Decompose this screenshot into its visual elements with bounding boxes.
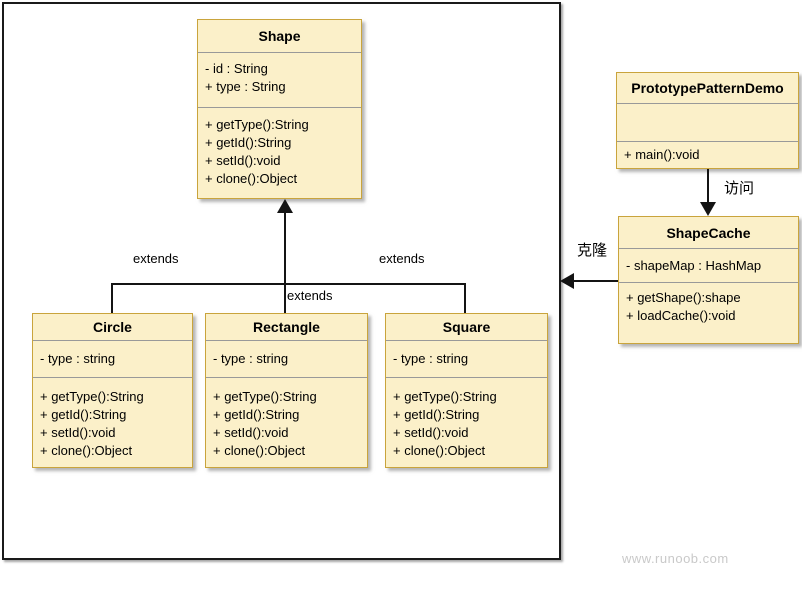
method: + setId():void	[393, 425, 469, 440]
inheritance-rail	[111, 283, 466, 285]
method: + getId():String	[393, 407, 480, 422]
class-attributes-square: - type : string	[386, 340, 547, 377]
class-methods-prototypepatterndemo: + main():void	[617, 141, 798, 164]
association-line-demo-shapecache	[707, 169, 709, 203]
class-attributes-rectangle: - type : string	[206, 340, 367, 377]
class-title-prototypepatterndemo: PrototypePatternDemo	[631, 80, 784, 96]
class-title-shape: Shape	[258, 28, 301, 44]
attribute: + type : String	[205, 79, 286, 94]
method: + clone():Object	[40, 443, 133, 458]
class-methods-rectangle: + getType():String + getId():String + se…	[206, 377, 367, 460]
inheritance-arrowhead-to-shape	[277, 199, 293, 213]
method: + setId():void	[40, 425, 116, 440]
method: + clone():Object	[205, 171, 298, 186]
inheritance-line-rectangle	[284, 212, 286, 313]
method: + clone():Object	[393, 443, 486, 458]
association-arrowhead-shapecache	[700, 202, 716, 216]
method: + loadCache():void	[626, 308, 736, 323]
class-box-shape: Shape - id : String + type : String + ge…	[197, 19, 362, 199]
class-attributes-shape: - id : String + type : String	[198, 52, 361, 107]
watermark: www.runoob.com	[622, 551, 729, 566]
method: + getId():String	[40, 407, 127, 422]
method: + clone():Object	[213, 443, 306, 458]
method: + main():void	[624, 147, 700, 162]
method: + setId():void	[213, 425, 289, 440]
clone-label: 克隆	[577, 242, 608, 259]
visit-label: 访问	[724, 180, 755, 197]
method: + getId():String	[213, 407, 300, 422]
method: + getType():String	[40, 389, 144, 404]
association-arrowhead-frame	[560, 273, 574, 289]
class-methods-circle: + getType():String + getId():String + se…	[33, 377, 192, 460]
extends-label-left: extends	[133, 251, 179, 266]
method: + getType():String	[213, 389, 317, 404]
class-methods-shapecache: + getShape():shape + loadCache():void	[619, 282, 798, 325]
attribute: - type : string	[213, 351, 289, 366]
method: + setId():void	[205, 153, 281, 168]
method: + getType():String	[393, 389, 497, 404]
class-attributes-shapecache: - shapeMap : HashMap	[619, 248, 798, 282]
class-box-circle: Circle - type : string + getType():Strin…	[32, 313, 193, 468]
class-box-rectangle: Rectangle - type : string + getType():St…	[205, 313, 368, 468]
attribute: - type : string	[40, 351, 116, 366]
inheritance-stub-circle	[111, 283, 113, 313]
class-title-rectangle: Rectangle	[253, 319, 320, 335]
attribute: - shapeMap : HashMap	[626, 258, 762, 273]
method: + getId():String	[205, 135, 292, 150]
method: + getType():String	[205, 117, 309, 132]
class-box-shapecache: ShapeCache - shapeMap : HashMap + getSha…	[618, 216, 799, 344]
class-methods-shape: + getType():String + getId():String + se…	[198, 107, 361, 188]
class-title-shapecache: ShapeCache	[666, 224, 751, 241]
class-box-square: Square - type : string + getType():Strin…	[385, 313, 548, 468]
extends-label-middle: extends	[287, 288, 333, 303]
inheritance-stub-square	[464, 283, 466, 313]
class-title-square: Square	[442, 319, 491, 335]
class-box-prototypepatterndemo: PrototypePatternDemo + main():void	[616, 72, 799, 169]
association-line-shapecache-frame	[573, 280, 618, 282]
class-title-circle: Circle	[93, 319, 132, 335]
class-attributes-prototypepatterndemo	[617, 103, 798, 141]
class-attributes-circle: - type : string	[33, 340, 192, 377]
class-methods-square: + getType():String + getId():String + se…	[386, 377, 547, 460]
attribute: - type : string	[393, 351, 469, 366]
method: + getShape():shape	[626, 290, 741, 305]
extends-label-right: extends	[379, 251, 425, 266]
attribute: - id : String	[205, 61, 268, 76]
